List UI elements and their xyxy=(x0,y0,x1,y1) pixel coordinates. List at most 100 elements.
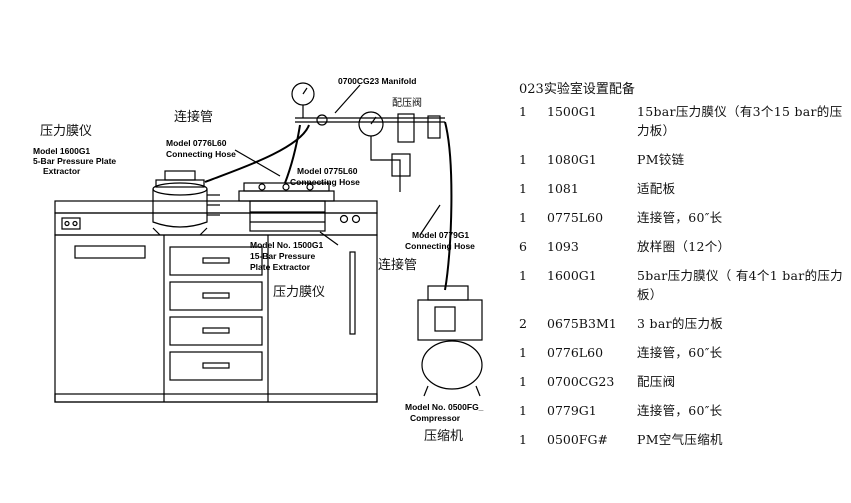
part-description: 连接管，60″长 xyxy=(637,403,723,418)
outlet-hole xyxy=(72,220,78,227)
valve-knob xyxy=(351,214,361,224)
parts-row: 1 0779G1 连接管，60″长 xyxy=(519,401,849,420)
cabinet-plinth xyxy=(54,393,378,403)
parts-row: 1 1600G1 5bar压力膜仪（ 有4个1 bar的压力板） xyxy=(519,266,849,304)
hose-0779 xyxy=(444,121,453,291)
part-number: 1081 xyxy=(547,181,579,196)
compressor-panel xyxy=(434,306,456,332)
label-connecting-hose-2: Connecting Hose xyxy=(290,177,360,187)
manifold-riser xyxy=(370,136,401,192)
part-description: PM空气压缩机 xyxy=(637,432,723,447)
lab-setup-diagram: 0700CG23 Manifold 配压阀 连接管 压力膜仪 Model 160… xyxy=(33,76,484,444)
compressor-head xyxy=(427,285,469,301)
drawer xyxy=(169,246,263,276)
label-connecting-hose-1: Connecting Hose xyxy=(166,149,236,159)
extractor-15bar-vessel xyxy=(249,200,326,232)
part-number: 0776L60 xyxy=(547,345,604,360)
label-model-0500: Model No. 0500FG_ xyxy=(405,402,484,412)
label-manifold-model: 0700CG23 Manifold xyxy=(338,76,417,86)
manifold-valve xyxy=(316,114,328,126)
part-description: 配压阀 xyxy=(637,374,676,389)
part-number: 1600G1 xyxy=(547,268,597,283)
compressor-leg xyxy=(423,385,429,397)
part-number: 0775L60 xyxy=(547,210,604,225)
label-extractor-5bar: 5-Bar Pressure Plate xyxy=(33,156,117,166)
part-qty: 2 xyxy=(519,316,527,331)
bench-front-panel xyxy=(54,212,378,236)
part-qty: 6 xyxy=(519,239,527,254)
parts-row: 2 0675B3M1 3 bar的压力板 xyxy=(519,314,849,333)
label-extractor-left-zh: 压力膜仪 xyxy=(40,124,93,139)
valve-body xyxy=(391,153,411,177)
extractor-5bar-top xyxy=(164,170,196,181)
hose-0776 xyxy=(204,124,310,183)
drawer xyxy=(169,316,263,346)
part-number: 1500G1 xyxy=(547,104,597,119)
leader-line xyxy=(334,84,361,114)
part-description: 放样圈（12个） xyxy=(637,239,731,254)
part-description: 连接管，60″长 xyxy=(637,210,723,225)
part-description: 适配板 xyxy=(637,181,676,196)
part-qty: 1 xyxy=(519,403,527,418)
label-compressor-zh: 压缩机 xyxy=(424,429,464,444)
label-extractor-word: Extractor xyxy=(43,166,81,176)
part-number: 0779G1 xyxy=(547,403,597,418)
cabinet-body xyxy=(54,234,378,403)
parts-row: 6 1093 放样圈（12个） xyxy=(519,237,849,256)
label-manifold-zh: 配压阀 xyxy=(392,98,422,109)
label-model-0779: Model 0779G1 xyxy=(412,230,470,240)
part-number: 0700CG23 xyxy=(547,374,615,389)
drawer-left xyxy=(74,245,146,259)
parts-list-title: 023实验室设置配备 xyxy=(519,82,635,97)
extractor-15bar-bolt xyxy=(282,183,290,191)
extractor-15bar-base xyxy=(238,190,335,202)
label-model-1600: Model 1600G1 xyxy=(33,146,91,156)
part-number: 1080G1 xyxy=(547,152,597,167)
door-handle xyxy=(349,251,356,335)
parts-row: 1 0776L60 连接管，60″长 xyxy=(519,343,849,362)
drawer xyxy=(169,281,263,311)
lab-setup-drawing xyxy=(54,82,483,403)
compressor-leg xyxy=(475,385,481,397)
drawer xyxy=(169,351,263,381)
part-qty: 1 xyxy=(519,432,527,447)
regulator xyxy=(397,113,415,143)
label-model-0776: Model 0776L60 xyxy=(166,138,227,148)
label-extractor-mid-zh: 压力膜仪 xyxy=(273,285,326,300)
filter xyxy=(427,115,441,139)
gauge-needle xyxy=(302,87,308,95)
part-qty: 1 xyxy=(519,268,527,283)
bench-top xyxy=(54,200,378,214)
part-description: 连接管，60″长 xyxy=(637,345,723,360)
extractor-5bar-vessel xyxy=(152,189,208,228)
extractor-15bar-bolt xyxy=(258,183,266,191)
drawer-handle xyxy=(202,292,230,299)
leader-line xyxy=(319,231,339,246)
extractor-15bar-body xyxy=(243,182,330,192)
outlet-hole xyxy=(64,220,70,227)
compressor-motor xyxy=(417,299,483,341)
part-qty: 1 xyxy=(519,345,527,360)
label-connecting-hose-3: Connecting Hose xyxy=(405,241,475,251)
label-hose-zh-right: 连接管 xyxy=(378,258,418,273)
extractor-15bar-bolt xyxy=(306,183,314,191)
label-model-0775: Model 0775L60 xyxy=(297,166,358,176)
part-number: 0675B3M1 xyxy=(547,316,617,331)
part-description: 3 bar的压力板 xyxy=(637,316,724,331)
label-extractor-15bar: 15-Bar Pressure xyxy=(250,251,316,261)
valve-knob xyxy=(339,214,349,224)
part-description: 5bar压力膜仪（ 有4个1 bar的压力板） xyxy=(637,268,843,302)
leader-line xyxy=(419,204,441,236)
drawer-handle xyxy=(202,362,230,369)
compressor-tank xyxy=(421,340,483,390)
part-qty: 1 xyxy=(519,104,527,119)
part-qty: 1 xyxy=(519,181,527,196)
extractor-5bar-leg xyxy=(199,227,208,236)
parts-row: 1 1081 适配板 xyxy=(519,179,849,198)
part-number: 1093 xyxy=(547,239,579,254)
